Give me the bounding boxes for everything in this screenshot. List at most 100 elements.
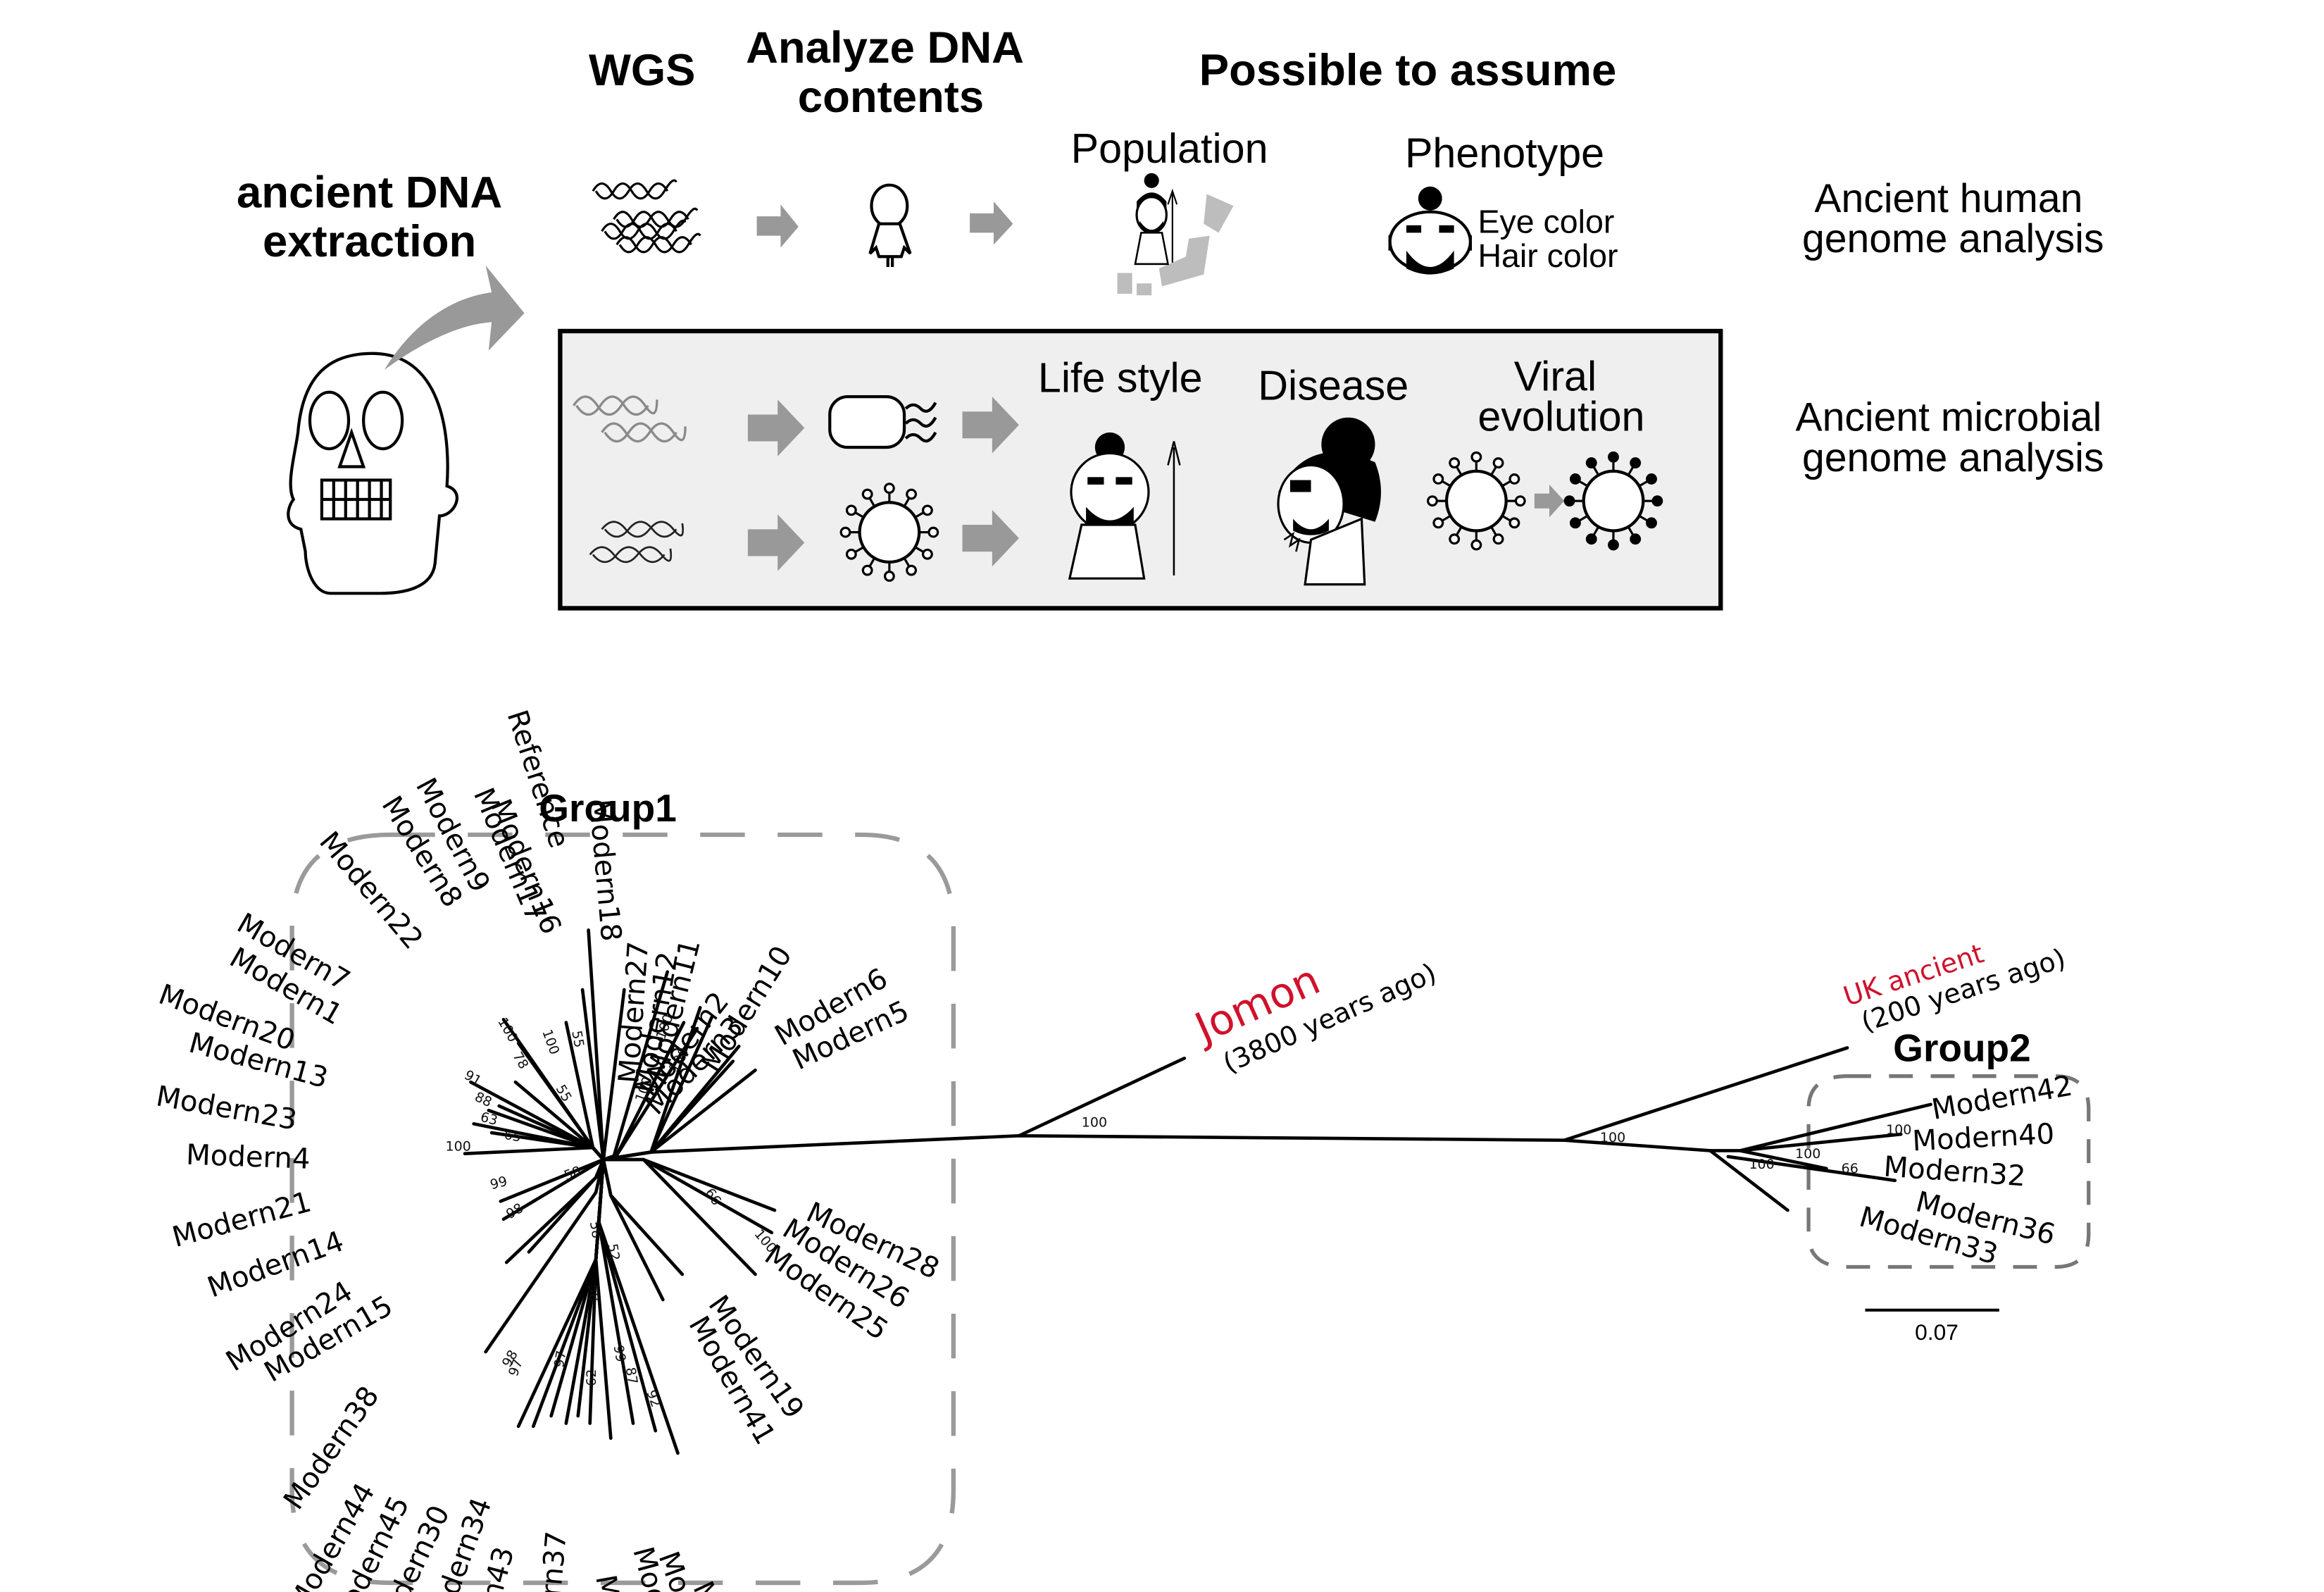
skull-icon — [287, 352, 458, 595]
top-panel: WGS Analyze DNA contents Possible to ass… — [237, 23, 2104, 611]
side-label-microbial-line1: Ancient microbial — [1795, 395, 2101, 440]
lifestyle-label: Life style — [1038, 354, 1203, 402]
branch-uk — [1562, 1046, 1849, 1142]
bacterium-icon — [828, 394, 937, 449]
virus-icon — [1427, 451, 1526, 551]
virus-spike-tip — [1630, 457, 1642, 469]
bootstrap-value: 55 — [553, 1082, 575, 1105]
branch — [601, 1006, 702, 1162]
bootstrap-value: 99 — [611, 1344, 629, 1364]
virus-spike-tip — [1646, 517, 1657, 529]
virus-spike-tip — [883, 483, 895, 495]
viral-label-line1: Viral — [1514, 353, 1597, 400]
branch — [484, 1157, 606, 1354]
virus-spike-tip — [883, 571, 895, 582]
header-extraction-line1: ancient DNA — [237, 168, 502, 217]
virus-icon — [839, 483, 939, 582]
virus-spike-tip — [1651, 495, 1663, 507]
branch — [1708, 1102, 1932, 1212]
tip-label: Modern4 — [185, 1139, 311, 1176]
arrow-right-icon — [1534, 484, 1565, 518]
person-outline-icon — [868, 183, 912, 268]
virus-spike-tip — [1427, 495, 1438, 507]
bootstrap-value: 99 — [489, 1174, 509, 1193]
header-possible: Possible to assume — [1199, 46, 1616, 95]
side-label-microbial-line2: genome analysis — [1802, 435, 2104, 480]
dna-strands-icon — [592, 179, 701, 254]
virus-spike-tip — [1569, 473, 1581, 485]
branch — [501, 1157, 606, 1221]
virus-spike-tip — [1630, 533, 1642, 545]
branch — [463, 1145, 606, 1162]
bootstrap-value: 58 — [587, 1220, 605, 1240]
virus-spike-tip — [1449, 533, 1461, 545]
bootstrap-value: 55 — [568, 1029, 587, 1049]
branch — [601, 1157, 774, 1235]
virus-spike-tip — [1432, 517, 1444, 529]
arrow-right-icon — [747, 399, 805, 456]
bootstrap-value: 87 — [623, 1366, 641, 1386]
branch — [601, 1157, 665, 1302]
ancient-man-spear-icon — [1068, 432, 1181, 580]
virus-spike-tip — [1492, 533, 1504, 545]
tip-label: Modern23 — [154, 1080, 299, 1136]
virus-spike-tip — [1608, 451, 1619, 463]
group2-label: Group2 — [1893, 1026, 2031, 1070]
ancient-man-face-icon — [1388, 186, 1472, 275]
bootstrap-value: 52 — [604, 1243, 623, 1262]
side-label-human-line1: Ancient human — [1814, 176, 2082, 221]
branch — [601, 1157, 685, 1276]
phenotype-label: Phenotype — [1405, 129, 1604, 176]
dna-strands-icon — [573, 395, 687, 443]
bootstrap-g2b: 100 — [1795, 1146, 1820, 1162]
group1-boundary — [289, 832, 956, 1586]
virus-spike-tip — [1449, 457, 1461, 469]
viral-label-line2: evolution — [1478, 393, 1644, 440]
dna-strands-icon — [589, 521, 685, 564]
arrow-right-icon — [747, 514, 805, 571]
virus-spike-tip — [906, 564, 918, 576]
virus-spike-tip — [927, 526, 939, 538]
header-extraction-line2: extraction — [263, 217, 476, 266]
bootstrap-g2d: 66 — [1842, 1161, 1858, 1176]
virus-spike-tip — [1585, 533, 1597, 545]
bootstrap-g2a: 100 — [1886, 1122, 1911, 1138]
group1-label: Group1 — [539, 786, 677, 830]
arrow-right-icon — [962, 509, 1019, 567]
virus-spike-tip — [1514, 495, 1526, 507]
sick-woman-icon — [1277, 417, 1381, 586]
virus-spike-tip — [1563, 495, 1575, 507]
bootstrap-value: 100 — [446, 1138, 471, 1154]
trait-hair-color: Hair color — [1478, 237, 1618, 274]
branch-jomon — [1017, 1056, 1187, 1138]
side-label-human-line2: genome analysis — [1802, 216, 2104, 261]
trait-eye-color: Eye color — [1478, 203, 1614, 240]
virus-spike-tip — [1470, 539, 1482, 551]
bootstrap-value: 62 — [584, 1369, 599, 1386]
header-analyze-line1: Analyze DNA — [746, 23, 1024, 73]
bootstrap-value: 65 — [503, 1127, 523, 1145]
group2-boundary — [1806, 1074, 2091, 1269]
virus-spike-tip — [921, 548, 933, 560]
group1-branches — [463, 928, 777, 1455]
phylogenetic-tree: Group1 Group2 100 100 100 100 100 66 Jom… — [154, 707, 2091, 1592]
disease-label: Disease — [1258, 361, 1408, 409]
scale-label: 0.07 — [1915, 1319, 1958, 1345]
branch — [499, 1157, 606, 1203]
ancient-man-icon — [1134, 173, 1178, 266]
arrow-right-icon — [756, 204, 799, 248]
virus-spike-tip — [921, 504, 933, 516]
virus-spike-tip — [1646, 473, 1657, 485]
virus-spike-tip — [906, 488, 918, 500]
branch — [587, 928, 606, 1162]
virus-capsid — [1444, 469, 1508, 533]
tip-modern32: Modern32 — [1882, 1151, 2027, 1193]
tip-modern40: Modern40 — [1911, 1118, 2055, 1158]
virus-capsid — [1582, 469, 1645, 533]
virus-spike-tip — [1585, 457, 1597, 469]
branch — [597, 1157, 680, 1455]
header-wgs: WGS — [589, 46, 696, 95]
branch — [601, 1157, 777, 1212]
virus-spike-tip — [1608, 539, 1619, 551]
